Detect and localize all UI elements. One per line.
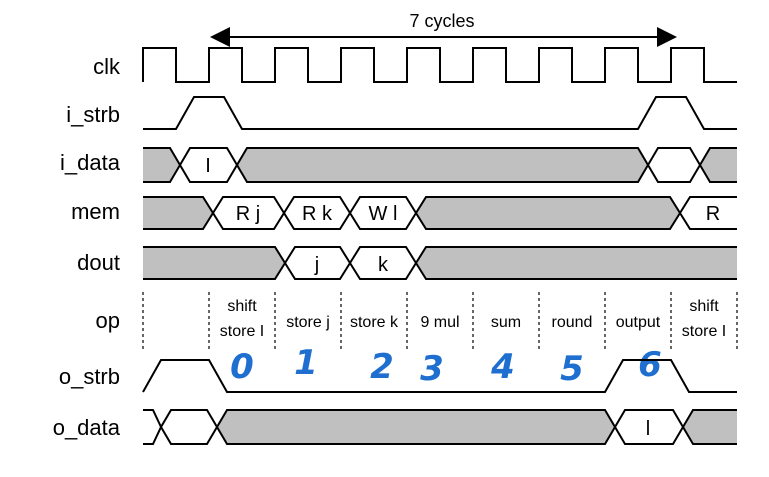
mem-value-2: W l xyxy=(369,203,398,225)
op-1: store j xyxy=(286,314,330,331)
dout-bus xyxy=(143,246,737,280)
signal-label-mem: mem xyxy=(71,199,120,224)
op-3: 9 mul xyxy=(420,314,459,331)
dout-value-1: k xyxy=(378,254,389,276)
cycle-number-0: 0 xyxy=(230,347,254,387)
o_strb-waveform xyxy=(142,359,737,393)
i_data-value-0: I xyxy=(205,155,211,177)
cycle-number-3: 3 xyxy=(420,349,444,389)
cycle-number-5: 5 xyxy=(560,349,584,389)
signal-label-op: op xyxy=(96,308,120,333)
signal-label-o_strb: o_strb xyxy=(59,364,120,389)
cycle-number-6: 6 xyxy=(638,345,662,385)
op-6: output xyxy=(616,314,661,331)
cycle-number-4: 4 xyxy=(490,347,515,387)
o_data-value-0: l xyxy=(646,418,650,440)
cycles-label: 7 cycles xyxy=(409,11,474,31)
op-0-line1: shift xyxy=(227,298,257,315)
i_data-bus xyxy=(143,147,737,183)
mem-value-1: R k xyxy=(302,203,333,225)
op-0-line2: store I xyxy=(220,323,264,340)
dout-value-0: j xyxy=(314,254,319,276)
op-7-line1: shift xyxy=(689,298,719,315)
i_strb-waveform xyxy=(143,96,737,130)
op-separators xyxy=(142,292,738,350)
signal-label-o_data: o_data xyxy=(53,415,121,440)
op-2: store k xyxy=(350,314,399,331)
op-5: round xyxy=(552,314,593,331)
o_data-bus xyxy=(143,409,737,445)
mem-value-3: R xyxy=(706,203,720,225)
op-4: sum xyxy=(491,314,521,331)
signal-label-clk: clk xyxy=(93,54,121,79)
mem-bus xyxy=(143,196,737,230)
signal-label-i_strb: i_strb xyxy=(66,102,120,127)
clk-waveform xyxy=(142,47,737,83)
signal-label-dout: dout xyxy=(77,250,120,275)
op-7-line2: store I xyxy=(682,323,726,340)
mem-value-0: R j xyxy=(236,203,260,225)
cycle-number-2: 2 xyxy=(370,347,394,387)
cycle-number-1: 1 xyxy=(294,343,318,383)
signal-label-i_data: i_data xyxy=(60,150,121,175)
